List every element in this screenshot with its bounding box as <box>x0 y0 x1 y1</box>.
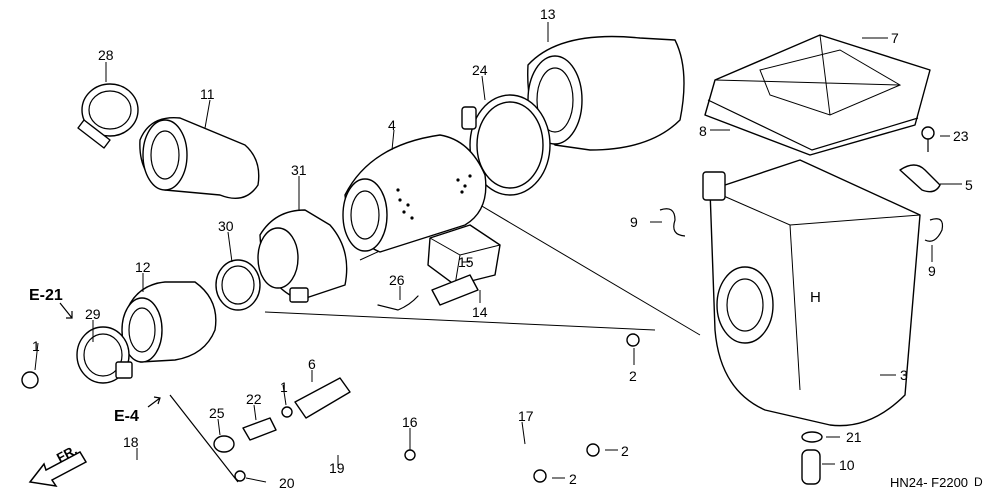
callout-14: 14 <box>472 304 488 320</box>
callout-16: 16 <box>402 414 418 430</box>
callout-9-right: 9 <box>928 263 936 279</box>
callout-26: 26 <box>389 272 405 288</box>
part-20-clip <box>234 470 246 482</box>
callout-8: 8 <box>699 123 707 139</box>
part-9-clip-left <box>659 208 686 237</box>
part-30-clamp <box>215 259 261 311</box>
reference-line-lower <box>264 311 656 331</box>
callout-19: 19 <box>329 460 345 476</box>
part-26-elbow <box>377 295 419 311</box>
part-28-clamp <box>76 326 133 384</box>
part-25-grommet <box>213 435 235 453</box>
callout-2-upper: 2 <box>629 368 637 384</box>
callout-6: 6 <box>308 356 316 372</box>
part-24-band-clamp <box>461 94 551 196</box>
section-ref-e4[interactable]: E-4 <box>114 408 139 425</box>
callout-1-center: 1 <box>280 379 288 395</box>
part-11-duct <box>139 116 260 199</box>
part-3-case <box>702 159 921 427</box>
part-13-filter-element <box>527 35 685 151</box>
callout-31: 31 <box>291 162 307 178</box>
diagram-code: HN24- F2200 <box>890 475 969 490</box>
part-2-clip-lower <box>533 469 547 483</box>
part-2-clip-upper <box>626 333 640 347</box>
leader-lines <box>34 22 962 483</box>
part-10-drain-tube <box>801 449 821 485</box>
part-7-cover <box>704 34 931 156</box>
callout-4: 4 <box>388 117 396 133</box>
callout-2-lower: 2 <box>569 471 577 487</box>
part-8-seal <box>707 99 919 151</box>
front-direction-arrow <box>28 451 88 488</box>
callout-5: 5 <box>965 177 973 193</box>
callout-12: 12 <box>135 259 151 275</box>
callout-3: 3 <box>900 367 908 383</box>
callout-21: 21 <box>846 429 862 445</box>
callout-28: 29 <box>85 306 101 322</box>
arrow-e4 <box>147 396 161 408</box>
callout-13: 13 <box>540 6 556 22</box>
e4-leader <box>169 394 239 483</box>
callout-25: 25 <box>209 405 225 421</box>
part-1-clip-center <box>281 406 293 418</box>
part-16-clip <box>404 449 416 461</box>
part-31-connecting-tube <box>257 209 348 303</box>
callout-9-left: 9 <box>630 214 638 230</box>
callout-22: 22 <box>246 391 262 407</box>
callout-30: 30 <box>218 218 234 234</box>
part-23-bolt <box>921 126 935 152</box>
callout-17: 17 <box>518 408 534 424</box>
part-6-tube <box>294 377 351 419</box>
part-1-clip-left <box>21 371 39 389</box>
callout-20: 20 <box>279 475 295 491</box>
callout-24: 24 <box>472 62 488 78</box>
part-15-valve <box>427 224 501 286</box>
part-4-inner-element <box>342 134 487 253</box>
callout-18: 18 <box>123 434 139 450</box>
part-9-clip-right <box>924 218 944 242</box>
part-29-clamp <box>77 83 139 149</box>
callout-2-middle: 2 <box>621 443 629 459</box>
callout-11: 11 <box>200 86 215 102</box>
section-ref-e21[interactable]: E-21 <box>29 287 63 304</box>
part-5-clip <box>899 164 941 193</box>
arrow-e21 <box>59 302 73 319</box>
diagram-code-suffix: D <box>974 475 983 489</box>
callout-1-left: 1 <box>32 338 40 354</box>
case-letter-h: H <box>810 289 821 306</box>
part-22-joint <box>242 417 277 441</box>
part-21-clip <box>801 431 823 443</box>
part-14-tube <box>431 274 479 306</box>
part-2-clip-middle <box>586 443 600 457</box>
callout-29: 28 <box>98 47 114 63</box>
callout-23: 23 <box>953 128 969 144</box>
callout-15: 15 <box>458 254 474 270</box>
callout-7: 7 <box>891 30 899 46</box>
part-12-duct <box>121 281 217 363</box>
callout-10: 10 <box>839 457 855 473</box>
